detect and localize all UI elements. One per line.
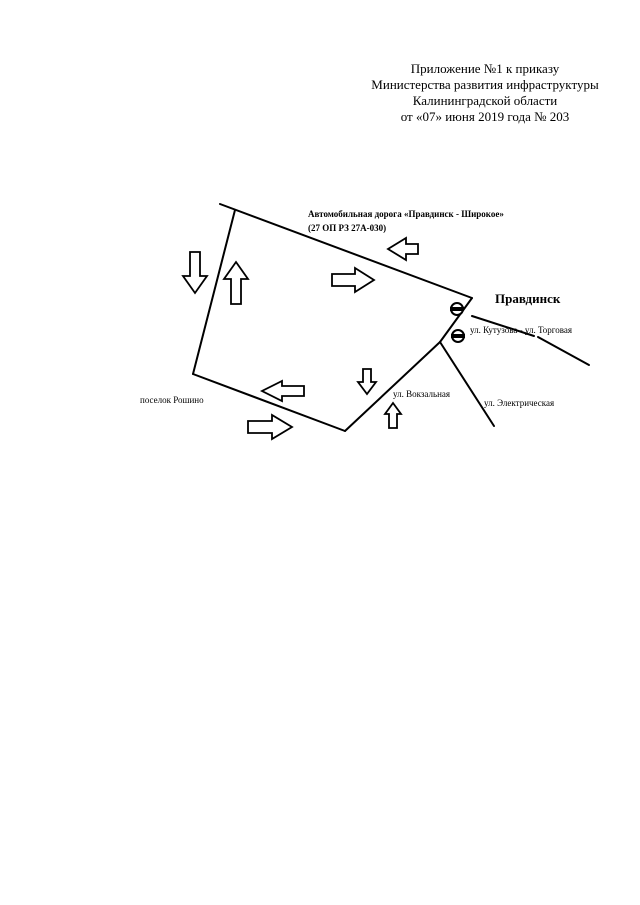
header-line-4: от «07» июня 2019 года № 203 — [400, 109, 570, 124]
header-line-2: Министерства развития инфраструктуры — [371, 77, 599, 92]
traffic-sign-icon — [450, 302, 464, 316]
road-bottom-segment — [192, 373, 346, 432]
arrow-up-icon — [383, 401, 403, 429]
header-line-3: Калининградской области — [412, 93, 558, 108]
arrow-right-icon — [247, 413, 294, 441]
road-main-segment — [219, 203, 473, 299]
traffic-sign-icon — [451, 329, 465, 343]
street-kutuzova-label: ул. Кутузова - ул. Торговая — [470, 325, 572, 335]
arrow-right-icon — [331, 266, 376, 294]
arrow-left-icon — [259, 379, 305, 403]
street-vokzalnaya-label: ул. Вокзальная — [393, 389, 450, 399]
road-connector — [439, 297, 473, 343]
street-kutuzova-line-a — [471, 315, 535, 337]
arrow-down-icon — [181, 251, 209, 295]
street-elektricheskaya-line — [439, 341, 495, 427]
road-left-segment — [192, 209, 236, 375]
arrow-up-icon — [222, 260, 250, 305]
village-label: поселок Рошино — [140, 395, 204, 405]
city-label: Правдинск — [495, 291, 561, 306]
arrow-left-icon — [386, 236, 419, 262]
road-name-label: Автомобильная дорога «Правдинск - Широко… — [308, 209, 504, 219]
road-vokzalnaya-segment — [344, 341, 441, 432]
document-header: Приложение №1 к приказу Министерства раз… — [340, 61, 630, 125]
header-line-1: Приложение №1 к приказу — [410, 61, 560, 76]
arrow-down-icon — [356, 368, 378, 396]
street-elektricheskaya-label: ул. Электрическая — [484, 398, 554, 408]
street-kutuzova-line-b — [537, 336, 590, 366]
road-code-label: (27 ОП РЗ 27А-030) — [308, 223, 386, 233]
